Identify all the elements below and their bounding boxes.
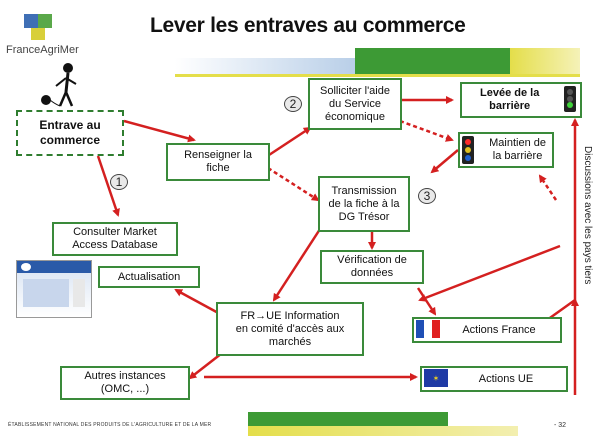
flag-blue-stripe xyxy=(416,320,424,338)
page-number: - 32 xyxy=(554,422,567,429)
traffic-light-off-lamp-1 xyxy=(567,89,573,95)
node-verification: Vérification de données xyxy=(320,250,424,284)
traffic-light-off-lamp-2 xyxy=(567,95,573,102)
arrow-entrave-consulter xyxy=(96,155,120,217)
node-solliciter: Solliciter l'aide du Service économique xyxy=(308,78,402,130)
france-flag-icon xyxy=(416,320,440,338)
node-autres: Autres instances (OMC, ...) xyxy=(60,366,190,400)
market-access-database-thumbnail xyxy=(16,260,92,318)
logo-square-yellow xyxy=(31,28,45,40)
logo-text: FranceAgriMer xyxy=(6,44,79,56)
flag-red-stripe xyxy=(432,320,440,338)
arrow-entrave-renseigner xyxy=(123,119,196,143)
footer-institution: ÉTABLISSEMENT NATIONAL DES PRODUITS DE L… xyxy=(8,422,212,428)
header-band-green xyxy=(355,48,510,74)
node-levee: Levée de la barrière xyxy=(460,82,582,118)
arrow-verification-transmission-return xyxy=(418,244,561,302)
flag-white-stripe xyxy=(424,320,432,338)
thumbnail-content-block xyxy=(23,279,69,307)
logo-square-blue xyxy=(24,14,38,28)
arrow-maintien-transmission xyxy=(430,149,459,174)
node-transmission: Transmission de la fiche à la DG Trésor xyxy=(318,176,410,232)
eu-flag-icon: ✶ xyxy=(424,369,448,387)
logo xyxy=(14,14,54,42)
arrow-renseigner-solliciter xyxy=(268,126,312,157)
arrow-discussions-dotted xyxy=(538,174,558,201)
footer-band-green xyxy=(248,412,448,426)
traffic-light-green-lamp xyxy=(567,102,573,108)
node-maintien: Maintien de la barrière xyxy=(458,132,554,168)
arrow-solliciter-maintien-dotted xyxy=(399,119,454,142)
node-entrave: Entrave au commerce xyxy=(16,110,124,156)
traffic-light-red-lamp xyxy=(465,139,471,145)
traffic-light-green-icon xyxy=(564,86,576,112)
node-renseigner: Renseigner la fiche xyxy=(166,143,270,181)
node-actualisation: Actualisation xyxy=(98,266,200,288)
header-band-blue xyxy=(175,58,355,74)
traffic-light-blue-lamp xyxy=(465,155,471,161)
side-label-discussions: Discussions avec les pays tiers xyxy=(582,146,593,285)
step-number-3: 3 xyxy=(418,188,436,204)
thumbnail-logo xyxy=(21,263,31,271)
thumbnail-side-block xyxy=(73,279,85,307)
traffic-light-yellow-lamp xyxy=(465,147,471,153)
step-number-2: 2 xyxy=(284,96,302,112)
step-number-1: 1 xyxy=(110,174,128,190)
page-title: Lever les entraves au commerce xyxy=(150,14,466,37)
header-band-line xyxy=(175,74,580,77)
node-consulter: Consulter Market Access Database xyxy=(52,222,178,256)
footer-band-yellow xyxy=(248,426,518,436)
arrow-renseigner-transmission-dotted xyxy=(267,166,320,202)
logo-square-green xyxy=(38,14,52,28)
traffic-light-red-icon xyxy=(462,136,474,164)
header-band-yellow xyxy=(510,48,580,74)
arrow-transmission-frue xyxy=(272,225,324,302)
arrow-frue-actualisation xyxy=(174,288,223,317)
node-fr-ue: FR→UE Information en comité d'accès aux … xyxy=(216,302,364,356)
